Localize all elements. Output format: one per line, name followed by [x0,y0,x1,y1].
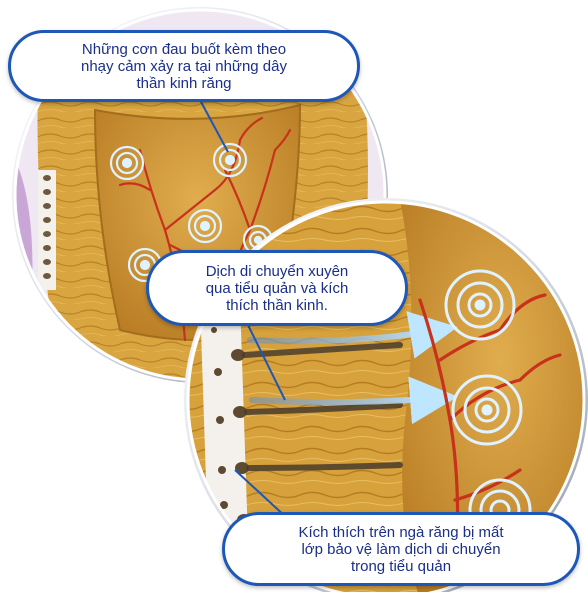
callout-stimulus: Kích thích trên ngà răng bị mất lớp bảo … [222,512,580,586]
callout-fluid-movement: Dịch di chuyển xuyên qua tiểu quản và kí… [146,250,408,326]
callout-stimulus-text: Kích thích trên ngà răng bị mất lớp bảo … [298,524,503,575]
callout-nerve-pain: Những cơn đau buốt kèm theo nhạy cảm xảy… [8,30,360,102]
tubule-strip-top [38,170,56,290]
callout-nerve-pain-text: Những cơn đau buốt kèm theo nhạy cảm xảy… [81,41,287,92]
callout-fluid-movement-text: Dịch di chuyển xuyên qua tiểu quản và kí… [206,263,349,314]
